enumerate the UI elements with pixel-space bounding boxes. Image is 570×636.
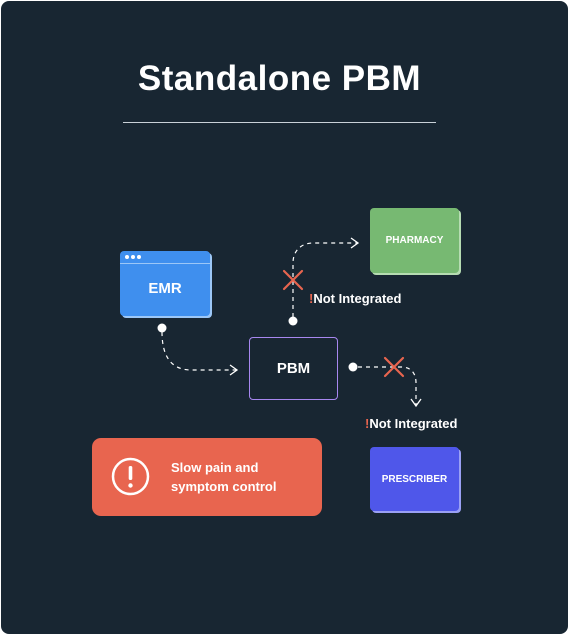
pbm-label: PBM — [276, 360, 311, 377]
exclamation-circle-icon — [111, 457, 150, 496]
window-dot-icon — [131, 255, 135, 259]
alert-line-1: Slow pain and — [171, 460, 259, 475]
blocked-x-icon — [383, 356, 405, 378]
connector-emr-pbm — [157, 323, 239, 376]
note-text: Not Integrated — [369, 416, 458, 431]
alert-line-2: symptom control — [171, 479, 277, 494]
emr-label: EMR — [148, 280, 182, 297]
note-text: Not Integrated — [313, 291, 402, 306]
window-titlebar — [120, 251, 210, 264]
title-divider — [123, 122, 436, 123]
pharmacy-node: PHARMACY — [370, 208, 459, 273]
warning-mark: ! — [309, 291, 314, 306]
alert-callout: Slow pain and symptom control — [92, 438, 322, 516]
connector-pbm-pharmacy — [288, 237, 360, 326]
emr-node: EMR — [120, 251, 210, 316]
not-integrated-note-pharmacy: !Not Integrated — [309, 291, 401, 306]
blocked-x-icon — [282, 269, 304, 291]
page-title: Standalone PBM — [137, 59, 422, 98]
warning-mark: ! — [365, 416, 370, 431]
window-dot-icon — [137, 255, 141, 259]
alert-message: Slow pain and symptom control — [171, 458, 311, 496]
prescriber-label: PRESCRIBER — [381, 473, 448, 485]
connector-pbm-prescriber — [348, 362, 422, 408]
pharmacy-label: PHARMACY — [385, 235, 444, 246]
pbm-node: PBM — [249, 337, 338, 400]
not-integrated-note-prescriber: !Not Integrated — [365, 416, 457, 431]
window-dot-icon — [125, 255, 129, 259]
prescriber-node: PRESCRIBER — [370, 447, 459, 511]
